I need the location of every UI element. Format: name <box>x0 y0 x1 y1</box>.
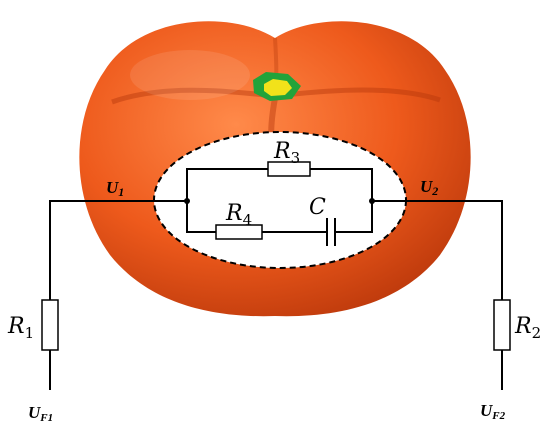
label-u1: U1 <box>106 178 124 199</box>
capacitor-c <box>326 218 336 246</box>
resistor-r1 <box>41 299 59 351</box>
label-uf2: UF2 <box>480 401 506 422</box>
resistor-r4 <box>215 224 263 240</box>
resistor-r3 <box>267 161 311 177</box>
label-r3: R3 <box>273 139 300 167</box>
wire-r3-left <box>186 168 268 201</box>
fruit-groove-right <box>284 87 441 103</box>
wire-c-right <box>336 201 373 233</box>
node-u2 <box>369 198 375 204</box>
fruit-groove-left <box>111 87 266 105</box>
wire-r4-left <box>186 201 216 233</box>
wire-r3-right <box>310 168 373 201</box>
fruit-highlight <box>130 50 250 100</box>
label-r4: R4 <box>225 201 252 229</box>
wire-right-outer <box>372 200 503 300</box>
label-r2: R2 <box>514 314 541 342</box>
wire-left-outer <box>49 200 187 300</box>
calyx-inner <box>264 79 292 96</box>
label-uf1: UF1 <box>28 403 53 424</box>
circuit-wires <box>49 168 503 390</box>
label-c: C <box>309 195 326 220</box>
label-r1: R1 <box>7 314 34 342</box>
node-u1 <box>184 198 190 204</box>
resistor-r2 <box>493 299 511 351</box>
label-u2: U2 <box>420 177 438 198</box>
calyx <box>253 72 301 101</box>
